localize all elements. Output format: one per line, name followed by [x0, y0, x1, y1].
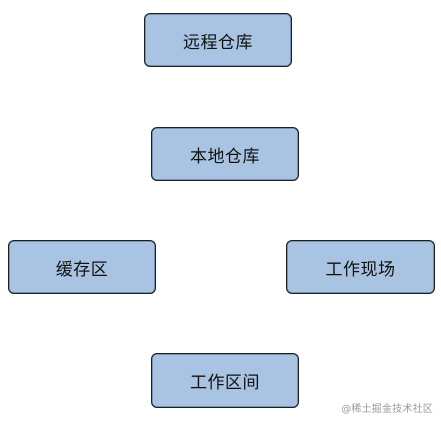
working-directory-node: 工作现场: [286, 240, 435, 294]
local-repo-label: 本地仓库: [190, 146, 260, 167]
working-directory-label: 工作现场: [325, 259, 396, 280]
local-repo-node: 本地仓库: [151, 127, 299, 181]
watermark: @稀土掘金技术社区: [341, 404, 433, 415]
remote-repo-label: 远程仓库: [183, 32, 253, 53]
workspace-node: 工作区间: [151, 353, 299, 408]
staging-area-node: 缓存区: [8, 240, 156, 294]
remote-repo-node: 远程仓库: [144, 13, 292, 67]
workspace-label: 工作区间: [190, 373, 260, 393]
staging-area-label: 缓存区: [55, 259, 109, 280]
